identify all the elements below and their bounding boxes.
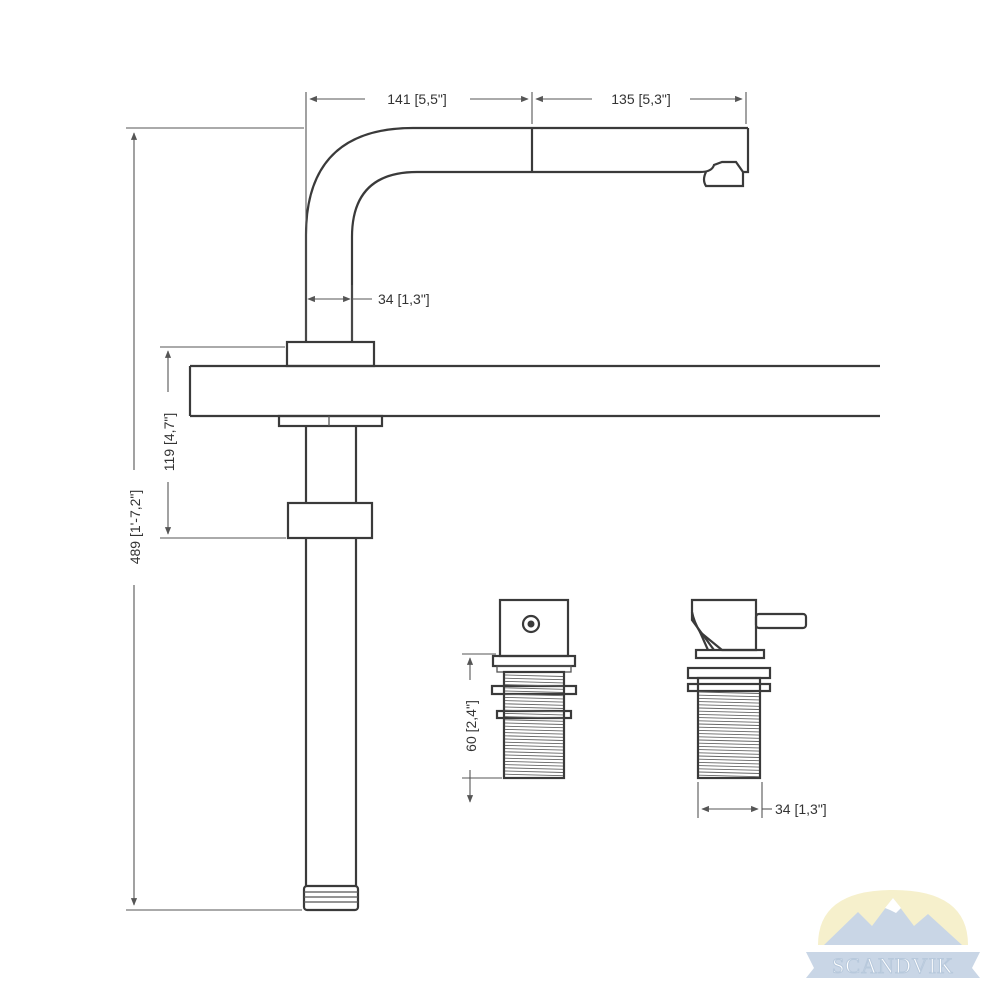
- thread-line: [698, 713, 760, 717]
- thread-line: [504, 757, 564, 761]
- dim-label-accessory-diameter: 34 [1,3"]: [775, 801, 827, 817]
- thread-line: [504, 725, 564, 729]
- thread-line: [698, 765, 760, 768]
- thread-line: [504, 674, 564, 677]
- thread-line: [504, 722, 564, 725]
- thread-line: [504, 712, 564, 716]
- countertop: [188, 364, 880, 418]
- accessory-lever-valve: [686, 598, 808, 780]
- thread-line: [504, 767, 564, 770]
- brand-name: SCANDVIK: [832, 953, 954, 978]
- dimension-accessory-diameter: 34 [1,3"]: [697, 782, 827, 818]
- thread-line: [504, 706, 564, 709]
- thread-line: [504, 748, 564, 751]
- thread-line: [698, 758, 760, 762]
- thread-line: [698, 771, 760, 774]
- dimension-accessory-shank: 60 [2,4"]: [462, 653, 502, 803]
- thread-line: [504, 716, 564, 719]
- accessory-dispenser: [490, 598, 578, 780]
- thread-line: [698, 694, 760, 698]
- thread-line: [698, 717, 760, 720]
- thread-line: [698, 752, 760, 755]
- thread-line: [504, 709, 564, 713]
- thread-line: [698, 710, 760, 714]
- dim-label-deck-thickness: 119 [4,7"]: [161, 413, 177, 471]
- thread-line: [504, 696, 564, 700]
- thread-line: [698, 733, 760, 736]
- thread-line: [504, 684, 564, 687]
- thread-line: [504, 728, 564, 732]
- thread-line: [504, 680, 564, 684]
- thread-line: [698, 701, 760, 704]
- thread-line: [698, 729, 760, 733]
- dimension-spout-reach: 141 [5,5"] 135 [5,3"]: [305, 91, 747, 340]
- thread-line: [504, 764, 564, 767]
- mounting-nut: [286, 501, 374, 540]
- thread-line: [504, 738, 564, 741]
- dimension-deck-thickness: 119 [4,7"]: [160, 346, 286, 539]
- thread-line: [698, 691, 760, 694]
- thread-line: [504, 760, 564, 764]
- thread-line: [504, 693, 564, 697]
- dimension-total-height: 489 [1'-7,2"]: [126, 127, 304, 911]
- thread-line: [504, 677, 564, 681]
- faucet-body: [304, 126, 750, 342]
- thread-line: [698, 739, 760, 742]
- lever-valve-thread: [698, 691, 760, 778]
- thread-line: [698, 707, 760, 710]
- thread-line: [698, 745, 760, 749]
- thread-line: [698, 720, 760, 723]
- deck-flange: [285, 340, 376, 368]
- thread-line: [698, 755, 760, 758]
- dispenser-thread: [504, 674, 564, 777]
- thread-line: [504, 754, 564, 757]
- thread-line: [504, 700, 564, 703]
- thread-line: [504, 687, 564, 690]
- thread-line: [698, 774, 760, 778]
- thread-line: [504, 741, 564, 745]
- thread-line: [698, 742, 760, 746]
- thread-line: [504, 719, 564, 722]
- thread-line: [504, 773, 564, 777]
- dim-label-reach-2: 135 [5,3"]: [611, 91, 670, 107]
- dim-label-body-diameter: 34 [1,3"]: [378, 291, 430, 307]
- thread-line: [698, 736, 760, 739]
- lower-washer: [277, 414, 384, 428]
- thread-line: [504, 690, 564, 693]
- dim-label-accessory-shank: 60 [2,4"]: [463, 700, 479, 752]
- thread-line: [504, 770, 564, 773]
- thread-line: [698, 723, 760, 726]
- thread-line: [698, 761, 760, 765]
- thread-line: [698, 768, 760, 771]
- dimension-body-diameter: 34 [1,3"]: [307, 285, 430, 340]
- brand-logo: SCANDVIK: [806, 890, 980, 979]
- dim-label-reach-1: 141 [5,5"]: [387, 91, 446, 107]
- thread-line: [698, 726, 760, 730]
- hose-end-fitting: [302, 884, 360, 912]
- thread-line: [698, 697, 760, 701]
- thread-line: [504, 751, 564, 754]
- thread-line: [504, 703, 564, 706]
- shank: [304, 426, 358, 886]
- dim-label-total-height: 489 [1'-7,2"]: [127, 490, 143, 565]
- thread-line: [698, 704, 760, 707]
- thread-line: [504, 735, 564, 738]
- thread-line: [698, 749, 760, 752]
- thread-line: [504, 744, 564, 748]
- thread-line: [504, 732, 564, 735]
